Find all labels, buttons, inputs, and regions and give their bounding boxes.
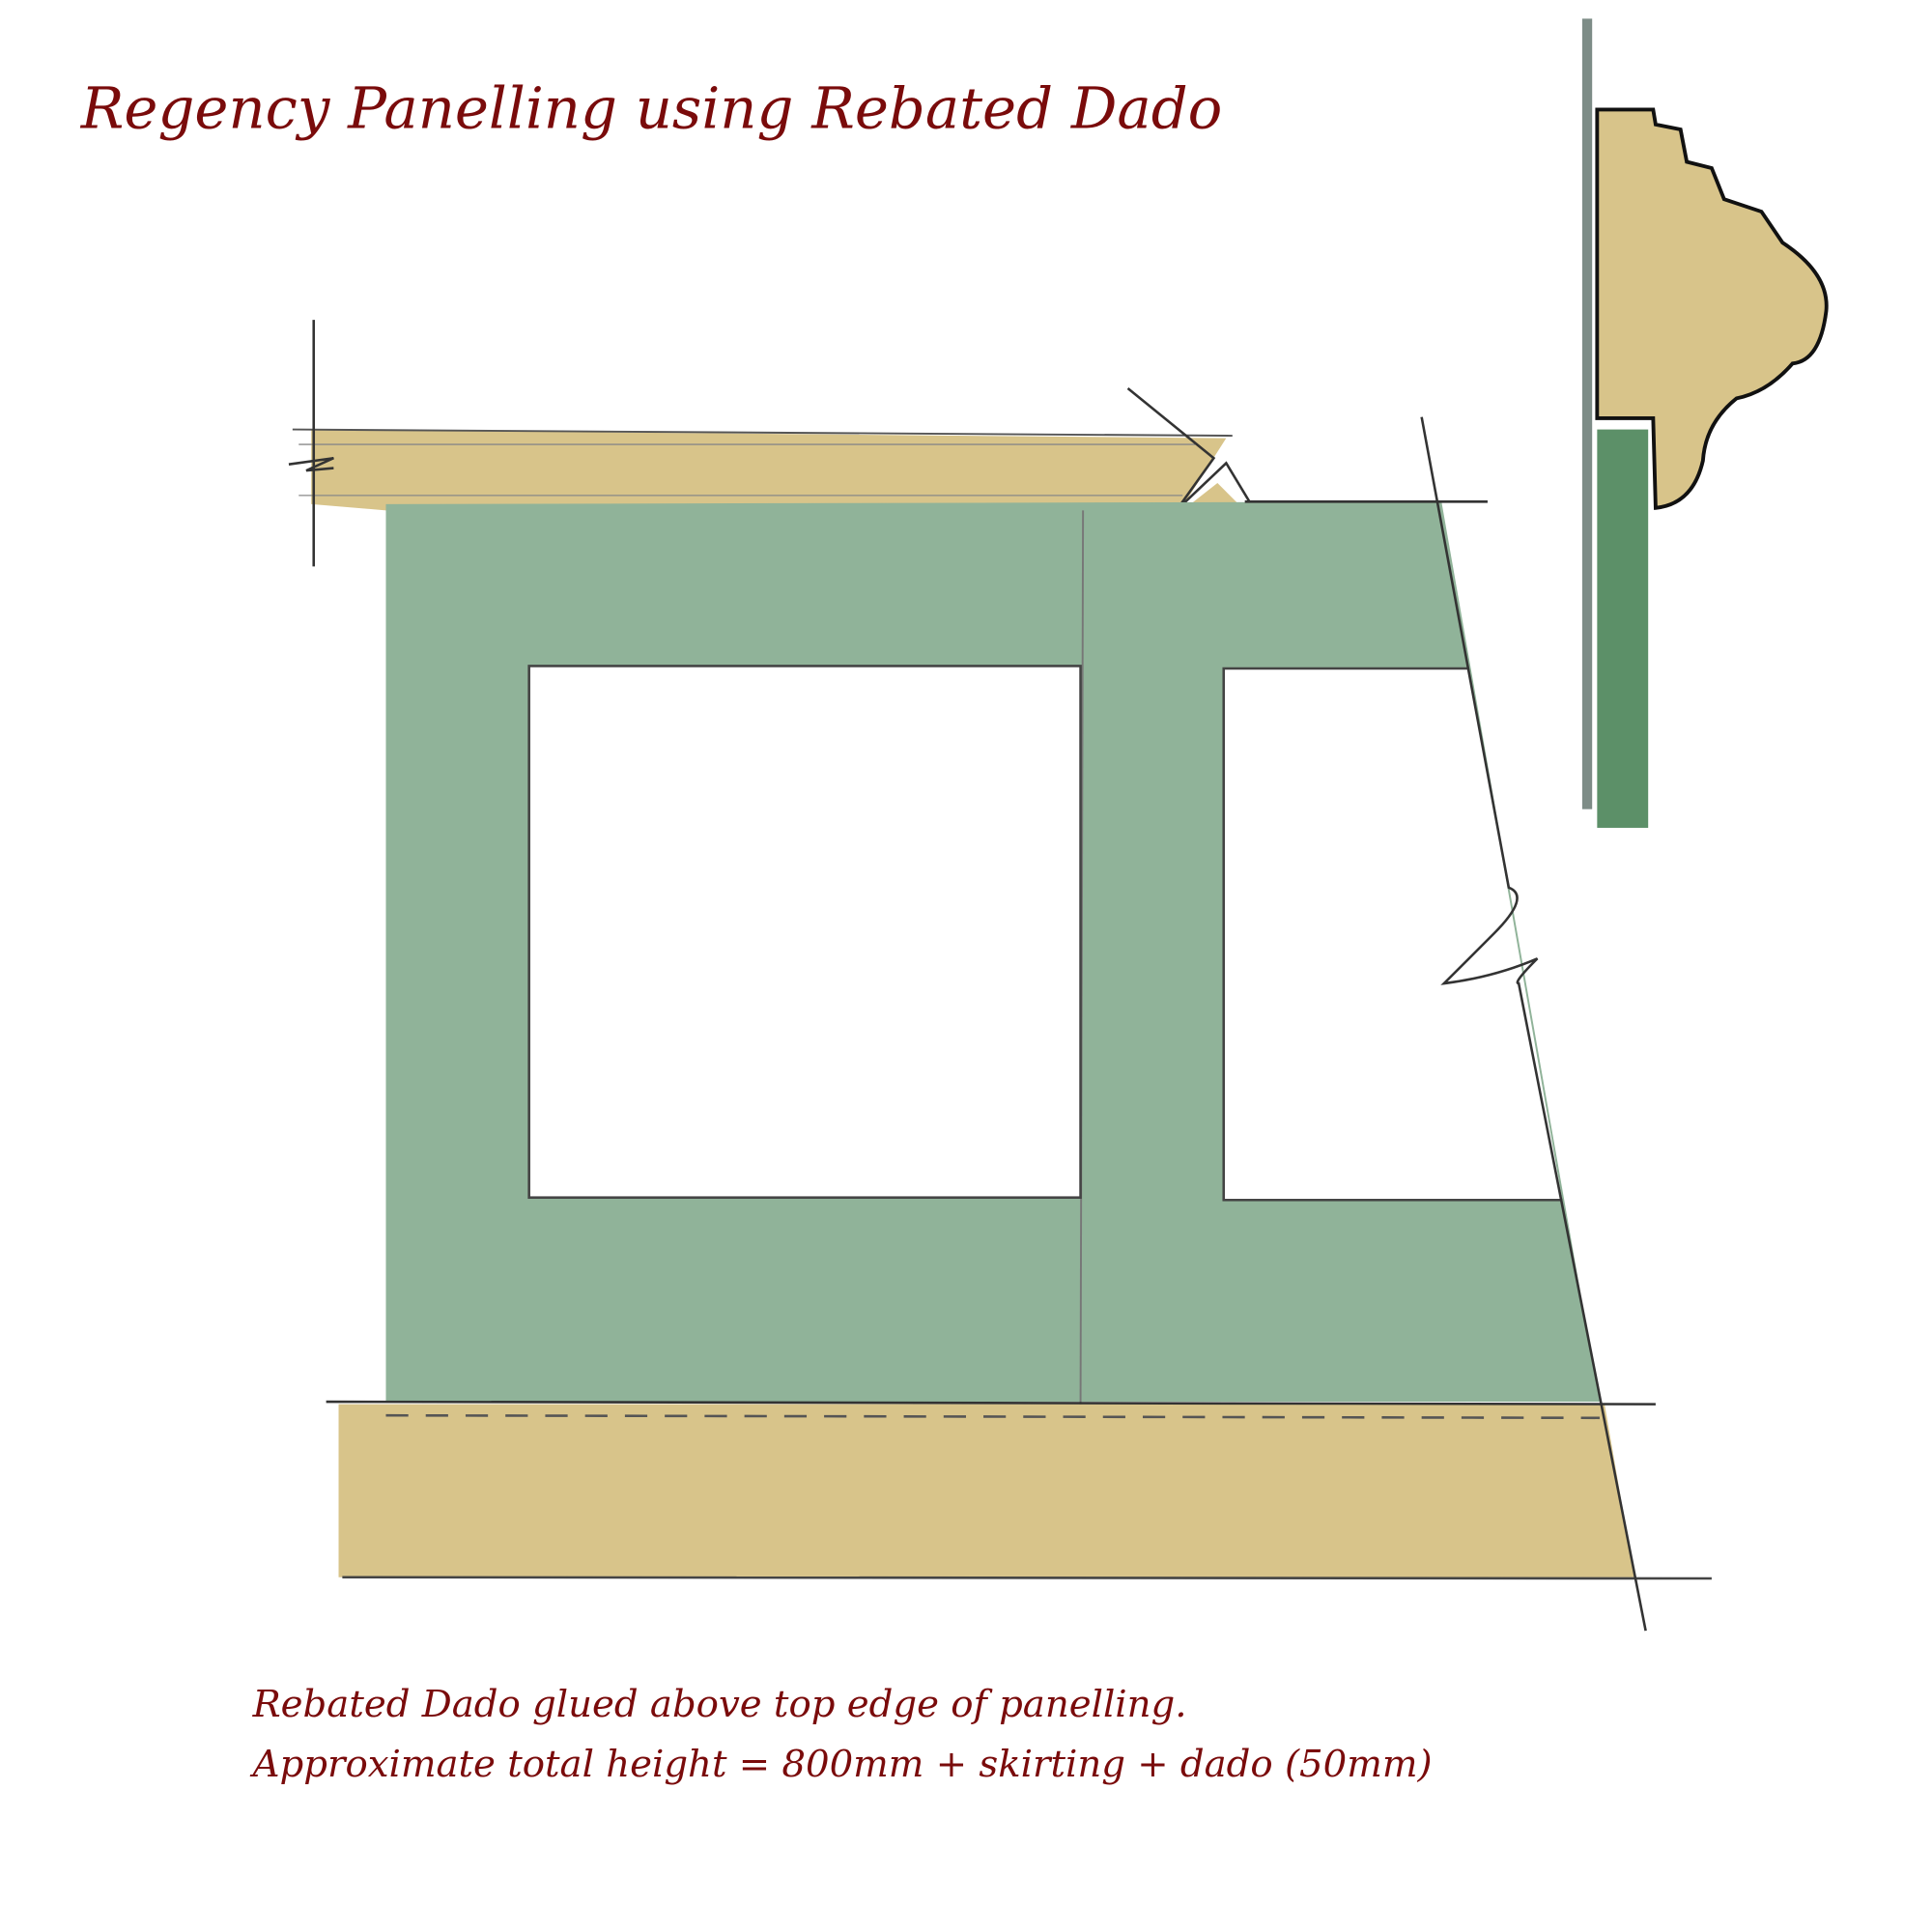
skirting-board — [326, 1400, 1712, 1580]
caption-line-2: Approximate total height = 800mm + skirt… — [250, 1743, 1433, 1786]
caption-line-1: Rebated Dado glued above top edge of pan… — [252, 1683, 1187, 1726]
panel-opening-right — [1222, 667, 1563, 1202]
break-line — [1420, 416, 1647, 1632]
wall-line — [1581, 18, 1593, 810]
panelling-frame — [385, 500, 1600, 1407]
dado-section-profile — [1581, 18, 1829, 828]
diagram-title: Regency Panelling using Rebated Dado — [80, 75, 1223, 142]
panel-section — [1597, 429, 1649, 828]
panel-opening-left — [527, 665, 1082, 1199]
